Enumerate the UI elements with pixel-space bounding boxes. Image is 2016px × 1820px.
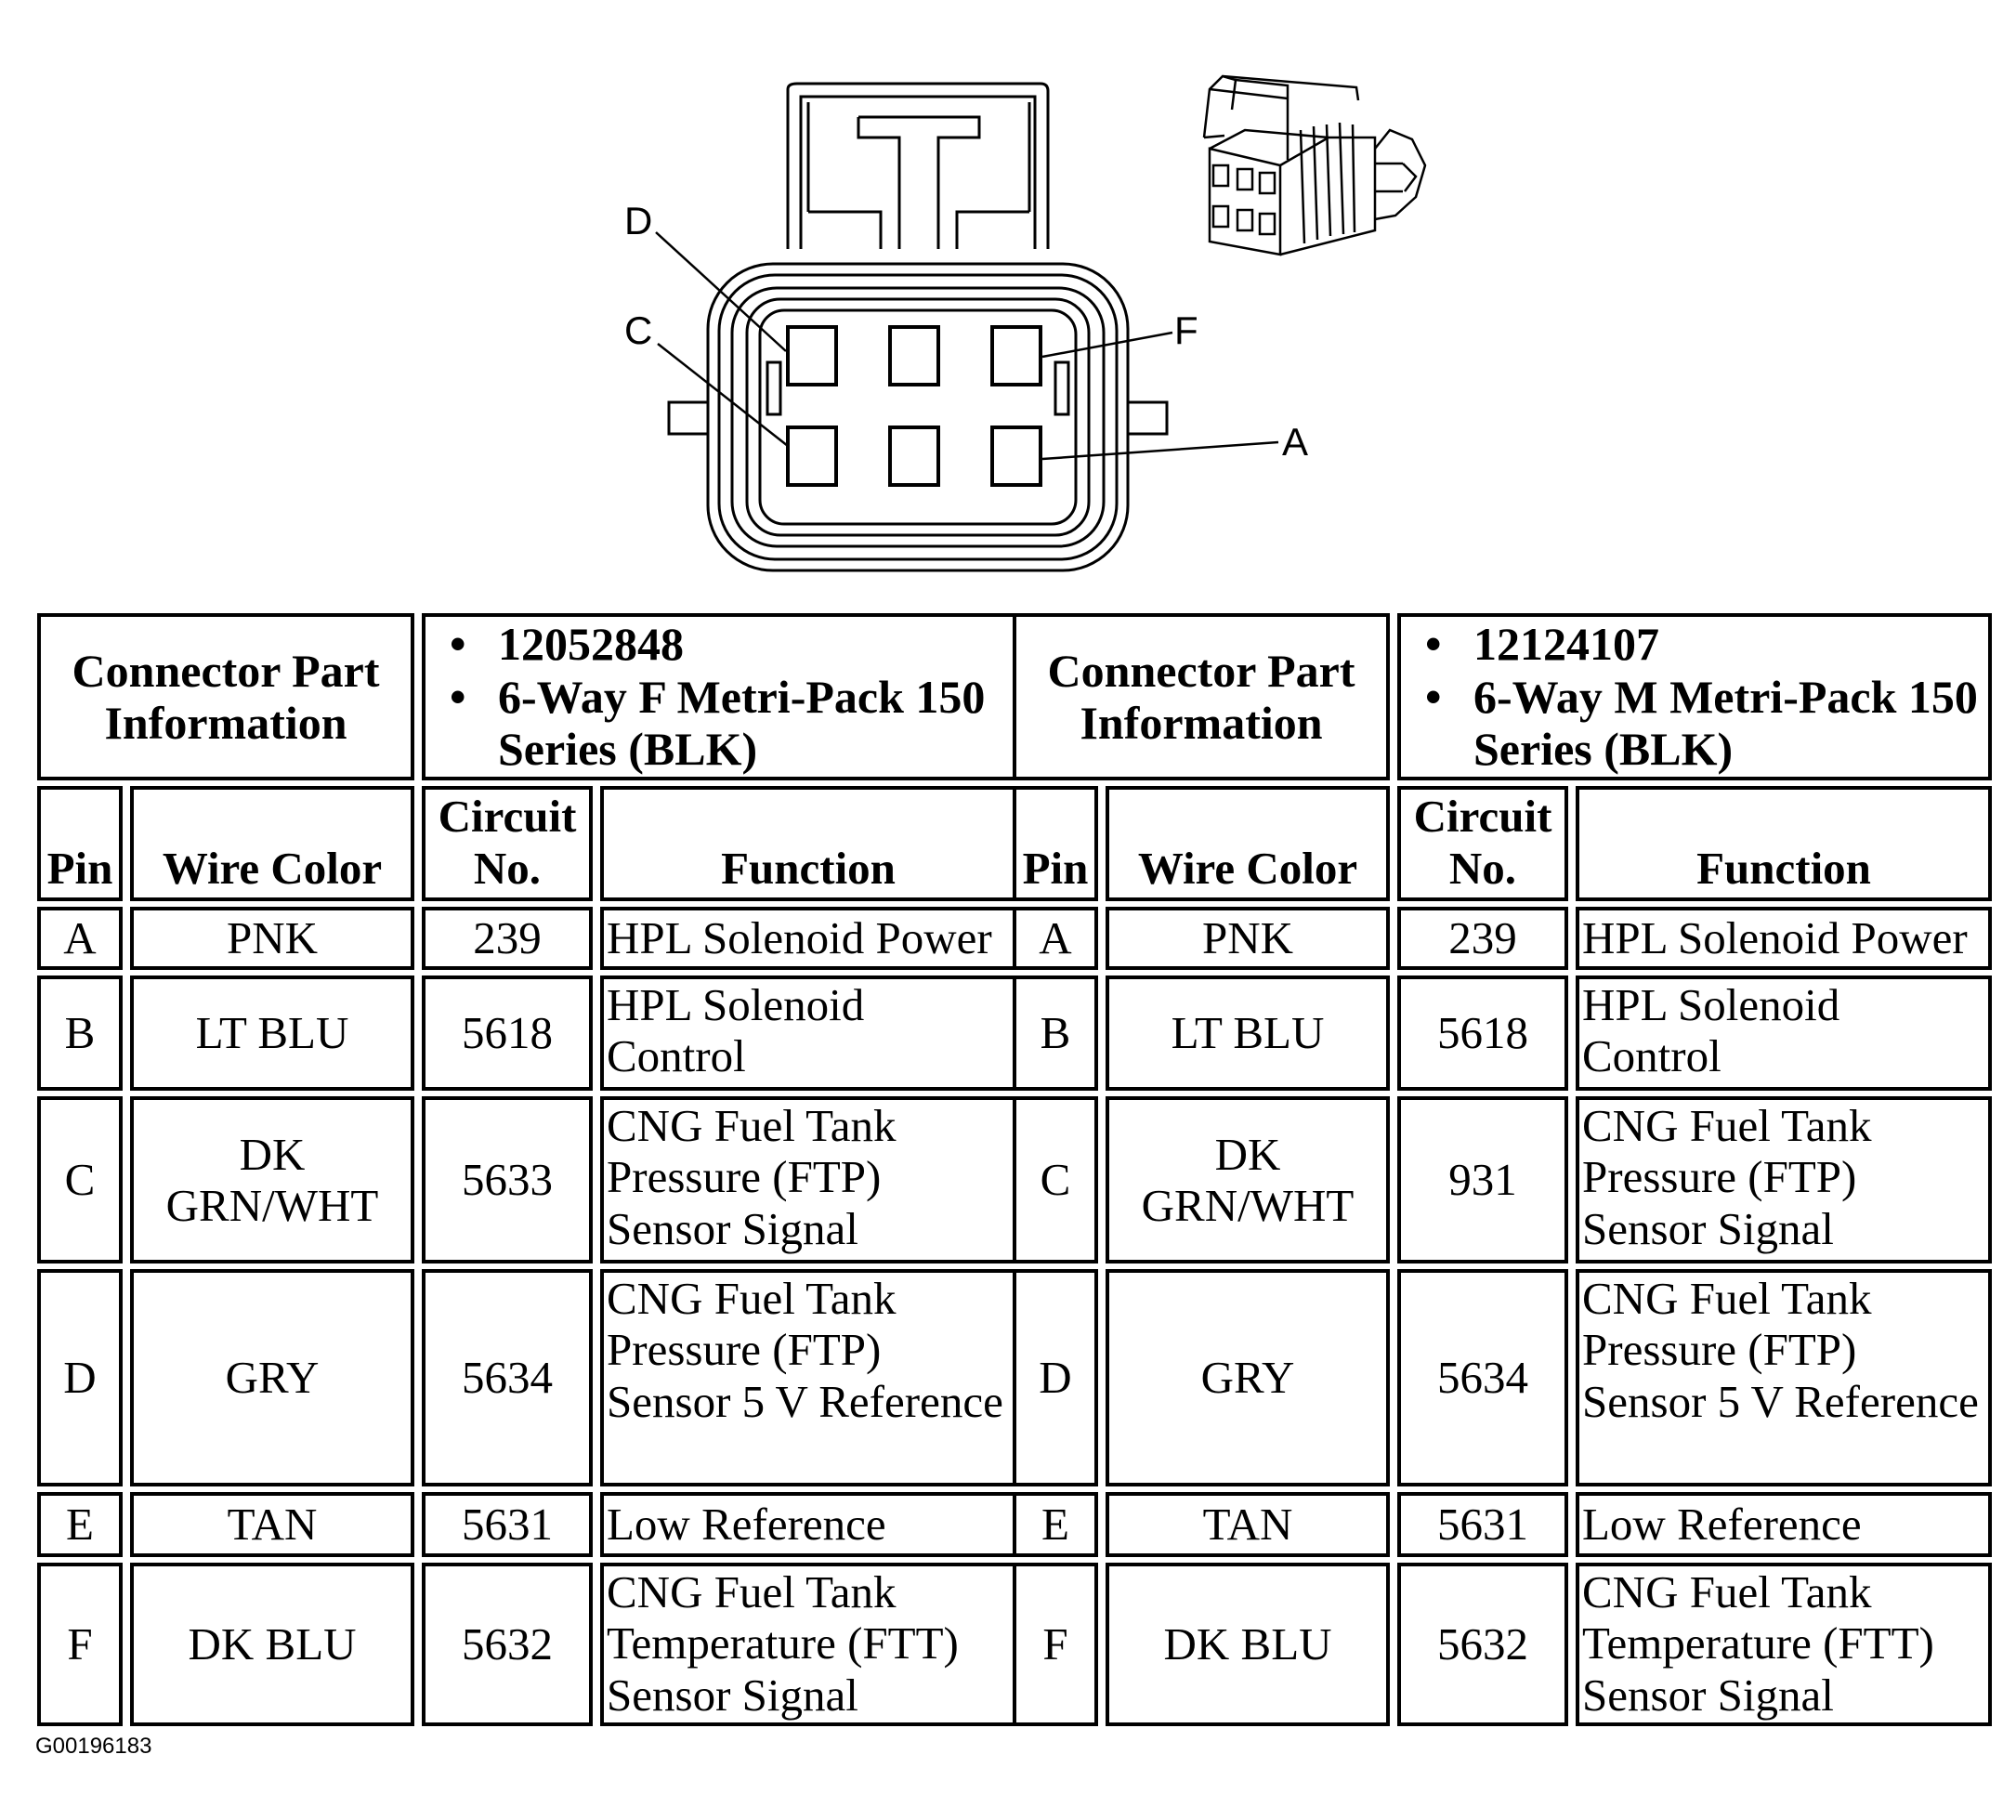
cavity-a xyxy=(990,426,1042,487)
leader-line-a xyxy=(1041,440,1279,461)
connector-part-info: • 12052848 • 6-Way F Metri-Pack 150 Series … xyxy=(422,613,1016,780)
cell-pin: F xyxy=(37,1563,123,1726)
leader-line-c xyxy=(657,343,789,447)
cell-pin: B xyxy=(1013,975,1098,1091)
cavity-b xyxy=(888,426,940,487)
part-info-item: • 12124107 xyxy=(1425,618,1988,671)
pin-label-a: A xyxy=(1282,420,1308,464)
cell-wire-color: GRY xyxy=(1106,1269,1390,1486)
cell-circuit-no: 931 xyxy=(1397,1096,1568,1264)
cell-pin: C xyxy=(1013,1096,1098,1264)
bullet-icon: • xyxy=(450,670,466,723)
cell-function: CNG Fuel Tank Pressure (FTP) Sensor Sign… xyxy=(1576,1096,1992,1264)
pin-label-d: D xyxy=(624,199,652,242)
leader-line-d xyxy=(655,231,787,352)
part-info-list: • 12124107 • 6-Way M Metri-Pack 150 Series … xyxy=(1401,618,1988,776)
cell-pin: A xyxy=(37,907,123,970)
cell-function: HPL Solenoid Control xyxy=(1576,975,1992,1091)
bullet-icon: • xyxy=(450,618,466,671)
pin-label-f: F xyxy=(1174,308,1198,352)
cell-circuit-no: 5634 xyxy=(1397,1269,1568,1486)
cell-wire-color: LT BLU xyxy=(130,975,414,1091)
cell-function: CNG Fuel Tank Temperature (FTT) Sensor S… xyxy=(600,1563,1016,1726)
bullet-icon: • xyxy=(1425,618,1442,671)
cavity-d xyxy=(786,325,838,386)
part-info-item: • 6-Way F Metri-Pack 150 Series (BLK) xyxy=(450,670,1013,776)
cell-wire-color: DK BLU xyxy=(1106,1563,1390,1726)
cell-pin: A xyxy=(1013,907,1098,970)
cell-function: Low Reference xyxy=(1576,1492,1992,1557)
connector-info-label: Connector Part Information xyxy=(1013,613,1390,780)
cell-function: CNG Fuel Tank Pressure (FTP) Sensor 5 V … xyxy=(600,1269,1016,1486)
header-circuit-no: Circuit No. xyxy=(422,786,593,901)
leader-line-f xyxy=(1041,331,1173,359)
cell-wire-color: GRY xyxy=(130,1269,414,1486)
part-info-item: • 12052848 xyxy=(450,618,1013,671)
cell-function: CNG Fuel Tank Pressure (FTP) Sensor 5 V … xyxy=(1576,1269,1992,1486)
cavity-e xyxy=(888,325,940,386)
cell-wire-color: PNK xyxy=(130,907,414,970)
cell-circuit-no: 5633 xyxy=(422,1096,593,1264)
part-info-text: 12052848 xyxy=(498,618,684,671)
cell-pin: E xyxy=(37,1492,123,1557)
header-wire-color: Wire Color xyxy=(1106,786,1390,901)
part-info-item: • 6-Way M Metri-Pack 150 Series (BLK) xyxy=(1425,670,1988,776)
cell-wire-color: DK GRN/WHT xyxy=(1106,1096,1390,1264)
connector-diagram: D C F A xyxy=(624,74,1427,572)
header-pin: Pin xyxy=(37,786,123,901)
cell-circuit-no: 239 xyxy=(422,907,593,970)
cell-wire-color: TAN xyxy=(130,1492,414,1557)
cell-function: CNG Fuel Tank Temperature (FTT) Sensor S… xyxy=(1576,1563,1992,1726)
cell-circuit-no: 5618 xyxy=(422,975,593,1091)
cell-wire-color: LT BLU xyxy=(1106,975,1390,1091)
connector-part-info: • 12124107 • 6-Way M Metri-Pack 150 Series … xyxy=(1397,613,1992,780)
header-wire-color: Wire Color xyxy=(130,786,414,901)
header-function: Function xyxy=(600,786,1016,901)
cell-circuit-no: 5618 xyxy=(1397,975,1568,1091)
part-info-list: • 12052848 • 6-Way F Metri-Pack 150 Series … xyxy=(425,618,1013,776)
cavity-f xyxy=(990,325,1042,386)
cell-function: HPL Solenoid Power xyxy=(600,907,1016,970)
cell-pin: C xyxy=(37,1096,123,1264)
bullet-icon: • xyxy=(1425,670,1442,723)
cell-circuit-no: 5634 xyxy=(422,1269,593,1486)
part-info-text: 6-Way F Metri-Pack 150 Series (BLK) xyxy=(498,670,986,776)
header-circuit-no: Circuit No. xyxy=(1397,786,1568,901)
cell-pin: D xyxy=(1013,1269,1098,1486)
header-pin: Pin xyxy=(1013,786,1098,901)
header-function: Function xyxy=(1576,786,1992,901)
cell-pin: F xyxy=(1013,1563,1098,1726)
connector-info-label: Connector Part Information xyxy=(37,613,414,780)
cell-function: CNG Fuel Tank Pressure (FTP) Sensor Sign… xyxy=(600,1096,1016,1264)
cell-wire-color: DK GRN/WHT xyxy=(130,1096,414,1264)
cavity-c xyxy=(786,426,838,487)
figure-id: G00196183 xyxy=(35,1734,152,1759)
cell-function: Low Reference xyxy=(600,1492,1016,1557)
cell-circuit-no: 5632 xyxy=(422,1563,593,1726)
cell-circuit-no: 5631 xyxy=(422,1492,593,1557)
cell-circuit-no: 5632 xyxy=(1397,1563,1568,1726)
pin-label-c: C xyxy=(624,308,652,352)
cell-function: HPL Solenoid Power xyxy=(1576,907,1992,970)
cell-wire-color: TAN xyxy=(1106,1492,1390,1557)
connector-isometric-view xyxy=(1202,74,1427,256)
cell-circuit-no: 5631 xyxy=(1397,1492,1568,1557)
cell-pin: D xyxy=(37,1269,123,1486)
cell-circuit-no: 239 xyxy=(1397,907,1568,970)
connector-face-view xyxy=(655,82,1279,572)
part-info-text: 6-Way M Metri-Pack 150 Series (BLK) xyxy=(1473,670,1978,776)
cell-pin: E xyxy=(1013,1492,1098,1557)
part-info-text: 12124107 xyxy=(1473,618,1659,671)
cell-wire-color: PNK xyxy=(1106,907,1390,970)
cell-wire-color: DK BLU xyxy=(130,1563,414,1726)
cell-pin: B xyxy=(37,975,123,1091)
cell-function: HPL Solenoid Control xyxy=(600,975,1016,1091)
